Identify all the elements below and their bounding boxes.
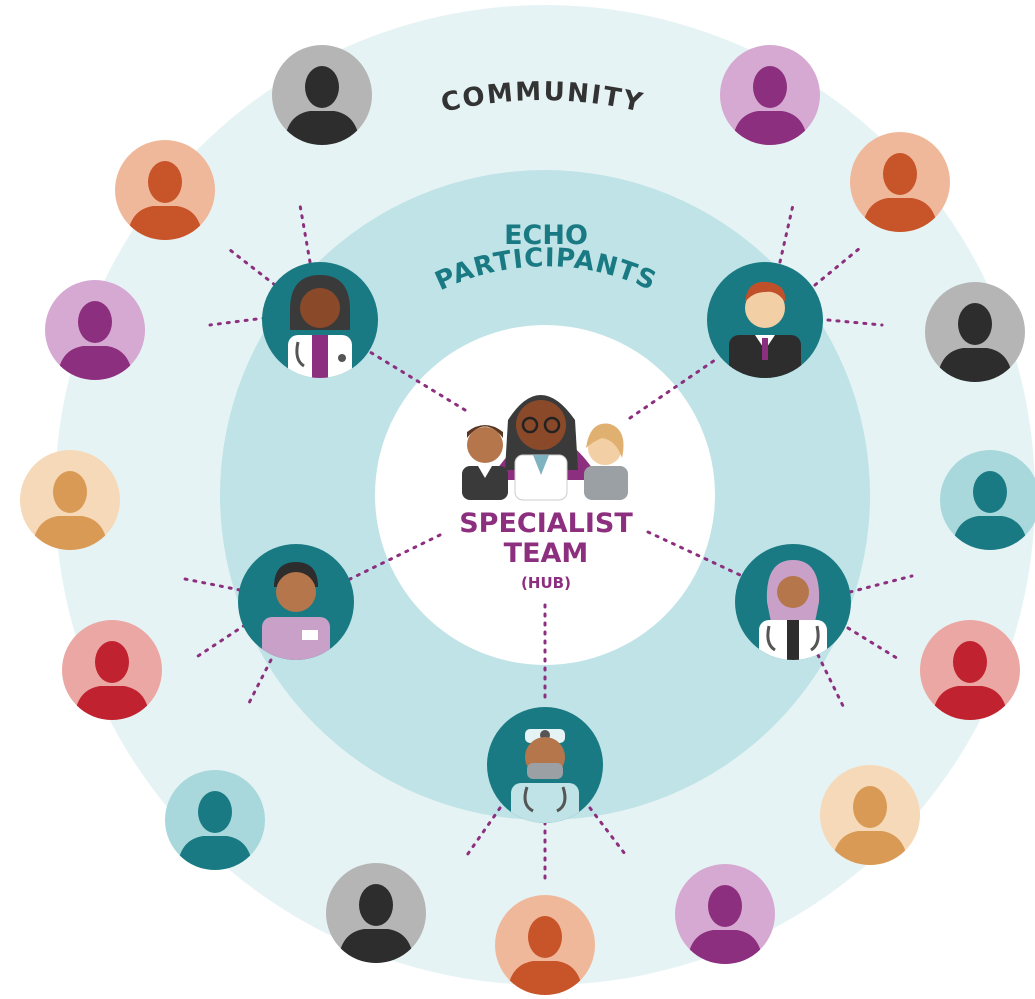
connector-line [193,623,247,660]
community-member-person-icon [45,280,145,380]
community-member-person-icon [850,132,950,232]
connector-line [228,248,277,287]
community-member-person-icon [495,895,595,995]
connector-lines [178,203,914,884]
professional-icon [707,262,823,378]
connector-line [846,626,902,662]
connector-line [816,653,847,712]
connector-line [628,358,717,420]
community-member-person-icon [62,620,162,720]
connector-line [848,574,914,594]
connector-line [368,350,467,412]
community-member-person-icon [165,770,265,870]
community-member-person-icon [925,282,1025,382]
community-member-person-icon [820,765,920,865]
hub-title-line2: TEAM [504,538,589,569]
connector-line [178,576,242,592]
doctor-icon [262,262,378,378]
echo-participants [238,262,851,823]
connector-line [246,650,277,707]
connector-line [826,318,884,327]
hub-title-line3: (HUB) [521,574,571,592]
connector-line [346,533,442,582]
connector-line [298,203,312,264]
connector-line [646,530,742,577]
nurse-icon [238,544,354,660]
hub-title-line1: SPECIALIST [459,508,633,539]
community-member-person-icon [675,864,775,964]
community-member-person-icon [115,140,215,240]
doctor-hijab-icon [735,544,851,660]
community-member-person-icon [326,863,426,963]
echo-label: ECHO [504,220,588,251]
connector-line [208,316,267,327]
community-member-person-icon [920,620,1020,720]
connector-line [813,246,862,287]
community-members [20,45,1035,995]
specialist-team-icon [462,395,628,501]
connector-line [778,203,795,264]
connector-line [463,806,502,860]
community-member-person-icon [940,450,1035,550]
community-member-person-icon [272,45,372,145]
community-member-person-icon [20,450,120,550]
community-member-person-icon [720,45,820,145]
connector-line [588,806,630,860]
